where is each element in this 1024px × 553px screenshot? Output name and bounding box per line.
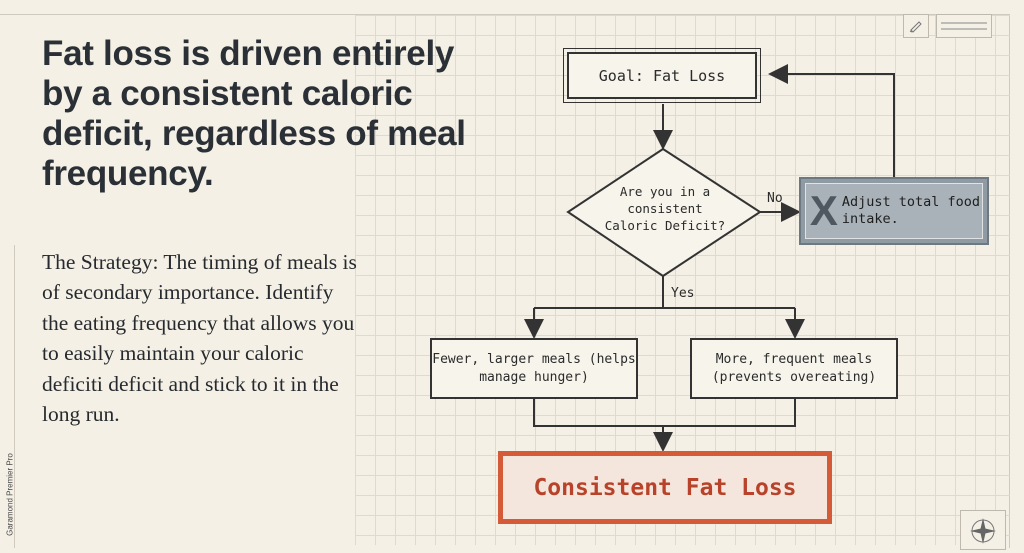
option-fewer-meals: Fewer, larger meals (helps manage hunger… [430,338,638,399]
no-label: No [767,191,783,206]
adjust-text: Adjust total food intake. [841,194,981,227]
arrow-adjust-to-goal [768,64,895,177]
line-merge [533,399,796,427]
frame-left-line [14,245,15,548]
compass-rose-icon [960,510,1006,550]
frame-top-line [0,14,1010,15]
goal-box: Goal: Fat Loss [563,48,761,103]
x-mark-icon: X [809,187,838,234]
ruler-icon [936,14,992,38]
result-box: Consistent Fat Loss [498,451,832,524]
headline: Fat loss is driven entirely by a consist… [42,34,466,193]
yes-label: Yes [671,286,695,301]
decision-text: Are you in a consistent Caloric Deficit? [604,184,726,233]
strategy-paragraph: The Strategy: The timing of meals is of … [42,250,357,427]
adjust-box: X Adjust total food intake. [799,177,989,245]
pencil-icon [903,14,929,38]
result-text: Consistent Fat Loss [503,456,827,519]
option-more-meals: More, frequent meals (prevents overeatin… [690,338,898,399]
